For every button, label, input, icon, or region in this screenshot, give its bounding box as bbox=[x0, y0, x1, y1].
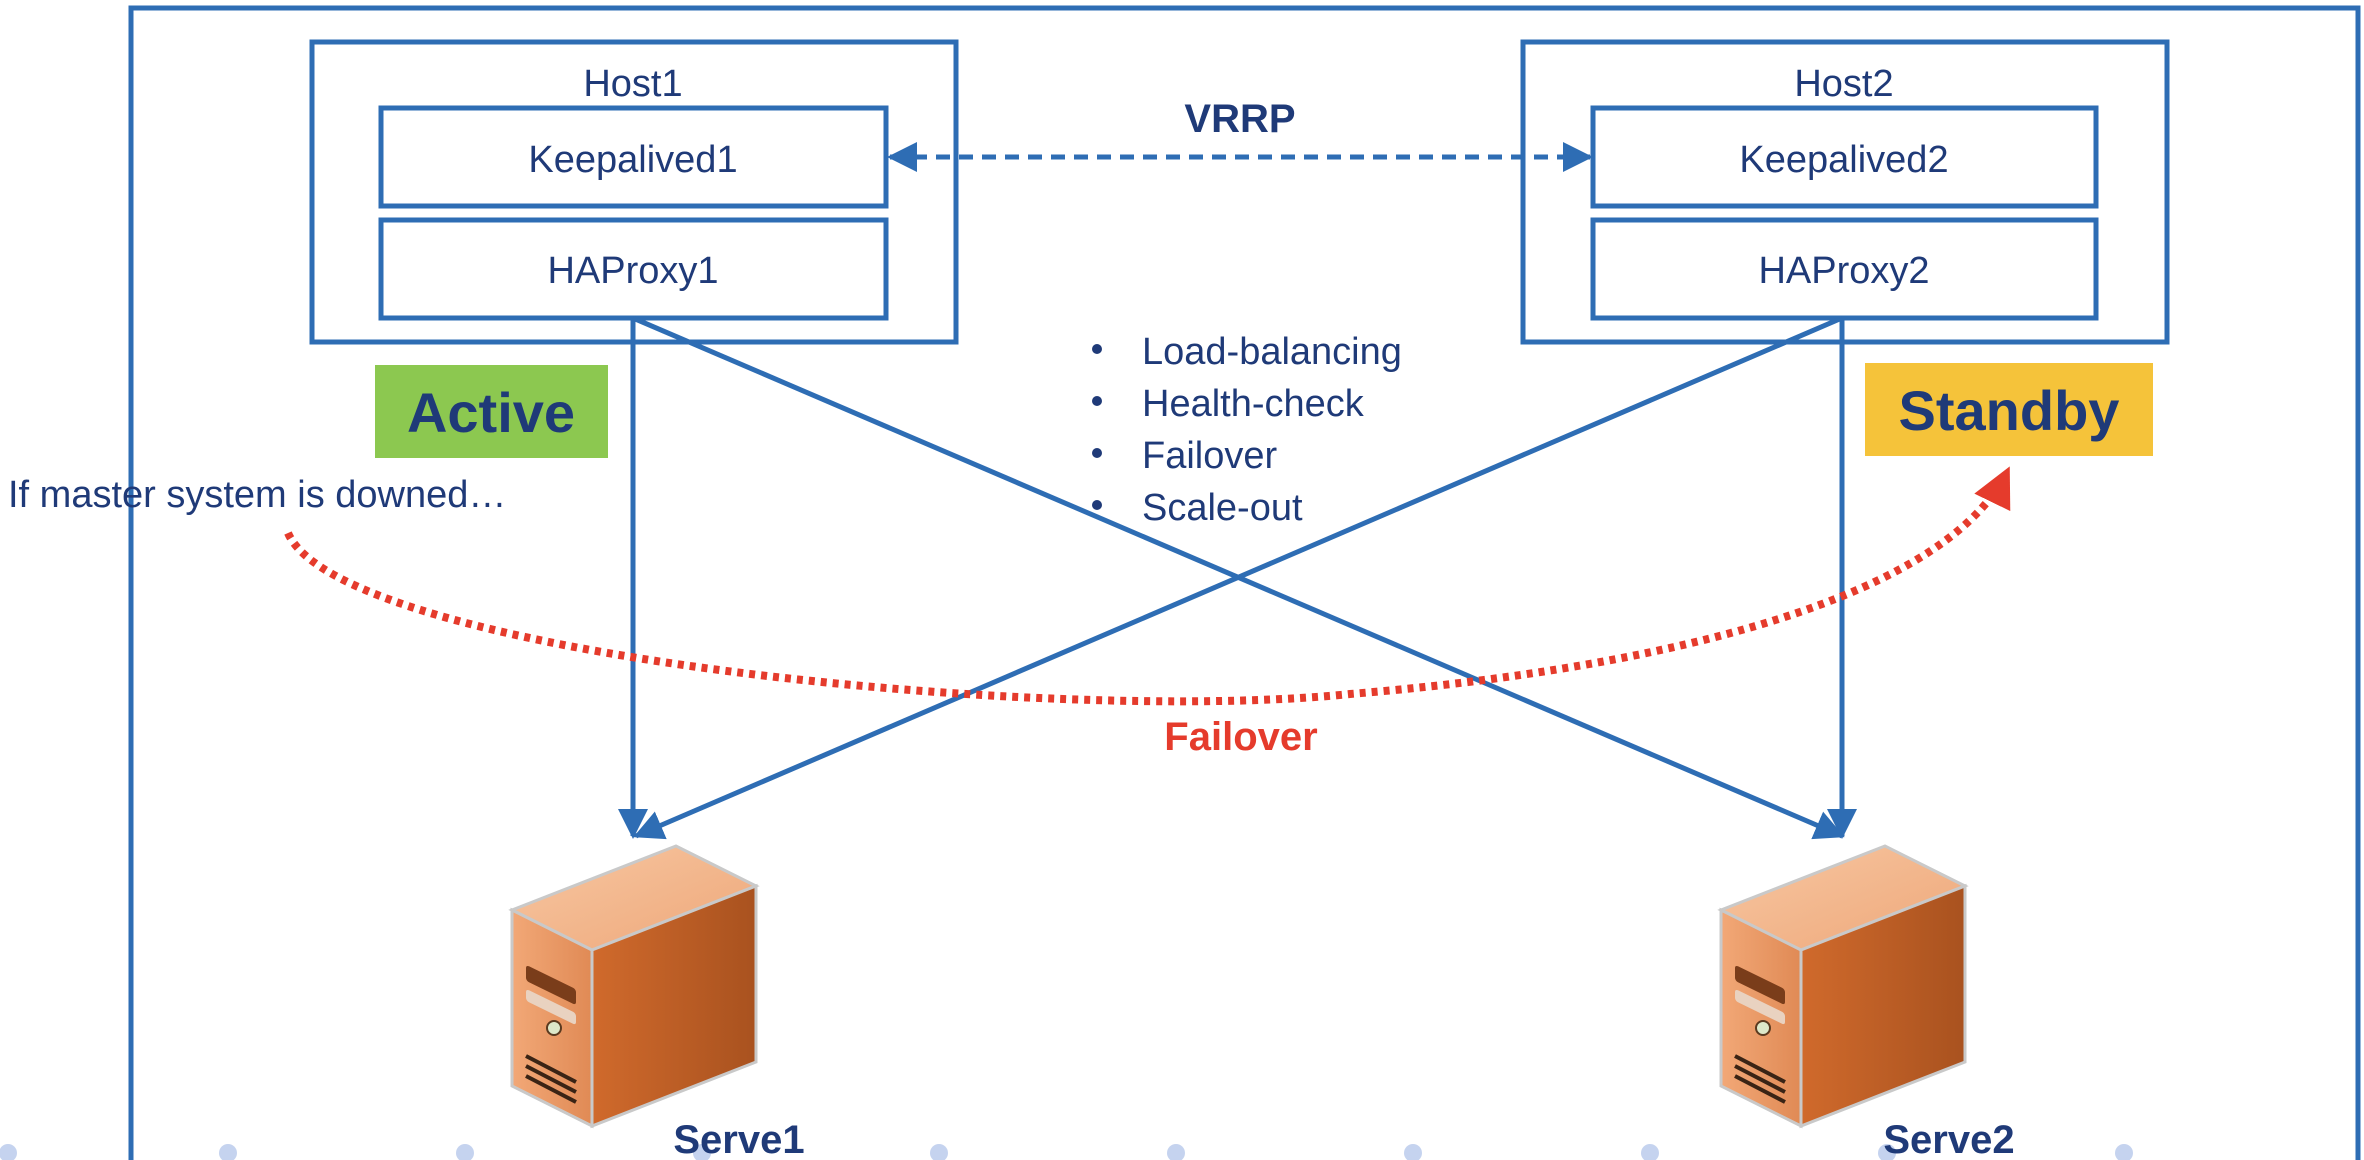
standby-label: Standby bbox=[1899, 379, 2120, 442]
connection-lines bbox=[618, 315, 1857, 840]
standby-badge: Standby bbox=[1865, 363, 2153, 456]
active-badge: Active bbox=[375, 365, 608, 458]
host2-group: Host2 Keepalived2 HAProxy2 bbox=[1520, 39, 2170, 345]
server1-icon bbox=[508, 844, 760, 1129]
features-list: Load-balancing Health-check Failover Sca… bbox=[1092, 331, 1402, 529]
host2-title: Host2 bbox=[1794, 63, 1893, 105]
server1-label: Serve1 bbox=[673, 1118, 804, 1160]
keepalived2-label: Keepalived2 bbox=[1739, 139, 1948, 181]
active-label: Active bbox=[407, 381, 575, 444]
failover-label: Failover bbox=[1164, 715, 1317, 759]
server2-label: Serve2 bbox=[1883, 1118, 2014, 1160]
haproxy1-label: HAProxy1 bbox=[547, 250, 718, 292]
failover-note: If master system is downed… bbox=[8, 474, 506, 516]
feature-item: Load-balancing bbox=[1142, 331, 1402, 373]
background-dots bbox=[0, 1144, 2133, 1160]
outer-frame bbox=[128, 5, 2361, 1160]
keepalived2-box bbox=[1590, 105, 2099, 209]
haproxy2-label: HAProxy2 bbox=[1758, 250, 1929, 292]
feature-item: Scale-out bbox=[1142, 487, 1303, 529]
feature-item: Failover bbox=[1142, 435, 1277, 477]
keepalived1-box bbox=[378, 105, 889, 209]
keepalived1-label: Keepalived1 bbox=[528, 139, 737, 181]
host1-group: Host1 Keepalived1 HAProxy1 bbox=[309, 39, 959, 345]
server2-icon bbox=[1717, 844, 1969, 1129]
feature-item: Health-check bbox=[1142, 383, 1365, 425]
host2-box bbox=[1520, 39, 2170, 345]
vrrp-label: VRRP bbox=[1184, 97, 1295, 141]
haproxy2-to-serve1-arrow bbox=[633, 315, 1843, 840]
failover-arrow bbox=[284, 466, 2012, 706]
host1-title: Host1 bbox=[583, 63, 682, 105]
